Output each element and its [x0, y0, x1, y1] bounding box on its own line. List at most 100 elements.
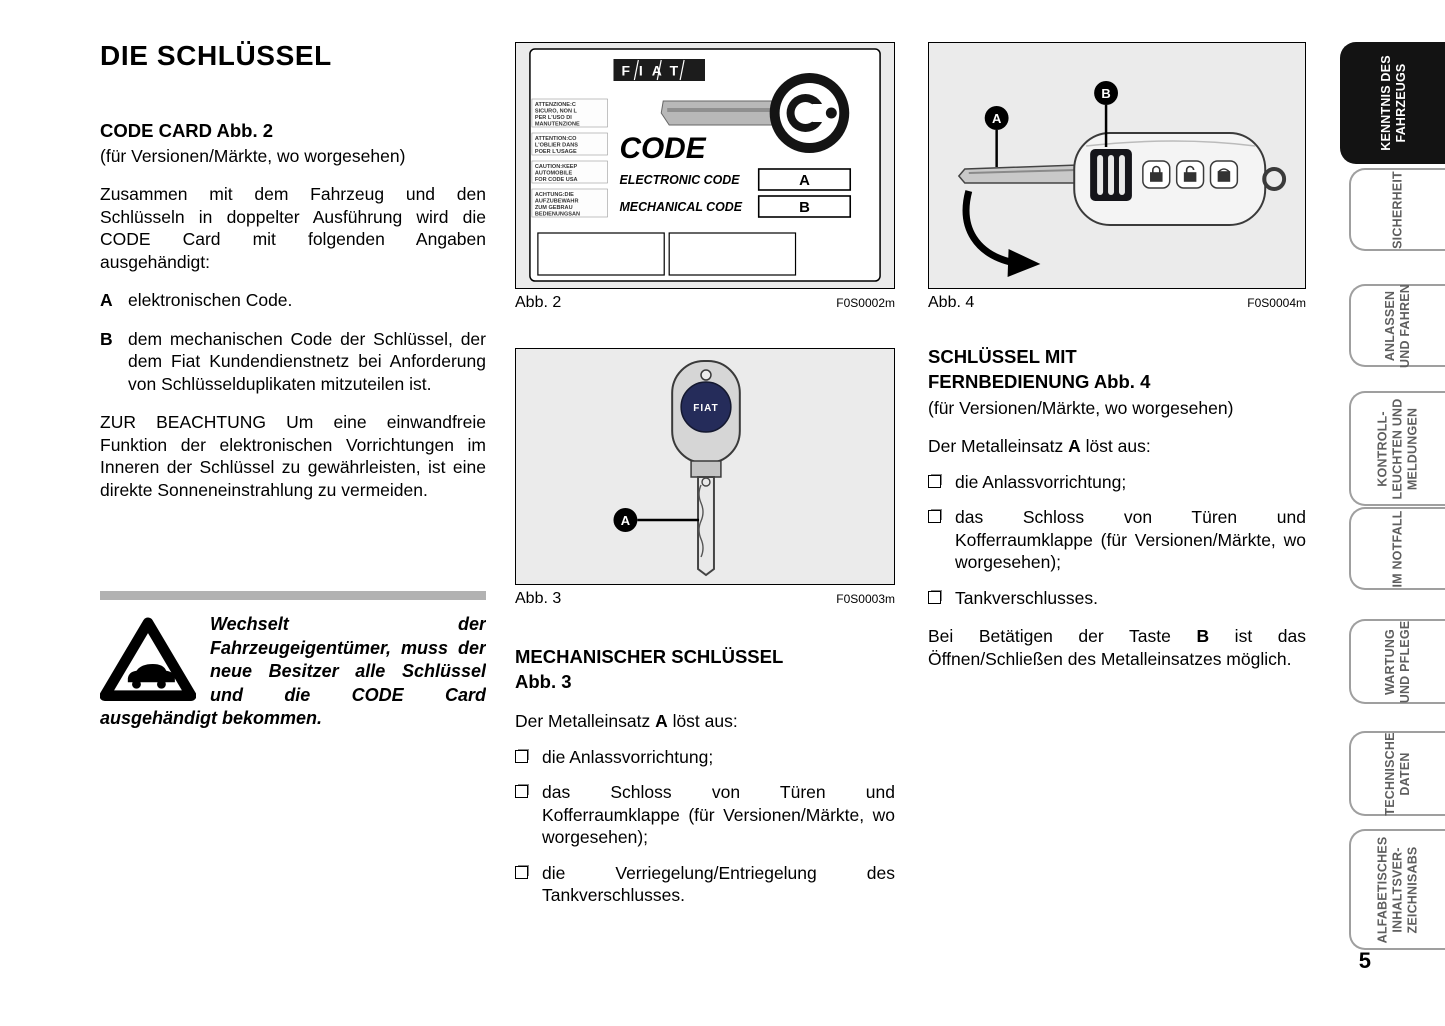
- label-b-text: B: [1101, 86, 1110, 101]
- bullet-item: die Verriegelung/Entriegelung des Tankve…: [515, 862, 895, 907]
- section-subnote: (für Versionen/Märkte, wo worgesehen): [100, 146, 406, 166]
- figure-code-card: FIAT: [515, 42, 895, 312]
- figure-mechanical-key: FIAT A Abb. 3 F0S0003m: [515, 348, 895, 608]
- warning-divider-bar: [100, 591, 486, 600]
- svg-text:SICURO, NON L: SICURO, NON L: [535, 108, 578, 114]
- svg-text:ATTENZIONE:C: ATTENZIONE:C: [535, 102, 576, 108]
- checkbox-bullet-icon: [928, 510, 941, 523]
- mechanical-code-value: B: [799, 199, 810, 216]
- paragraph-remote-outro: Bei Betätigen der Taste B ist das Öffnen…: [928, 626, 1306, 669]
- checkbox-bullet-icon: [515, 749, 528, 763]
- bullet-item: die Anlassvorrichtung;: [928, 471, 1306, 494]
- mechanical-key-illustration: FIAT A: [613, 360, 741, 577]
- figure-caption: Abb. 2: [515, 294, 562, 311]
- figure-mechanical-key-frame: FIAT A: [515, 348, 895, 585]
- sidebar-tab-kontrollleuchten-und-meldungen: KONTROLL- LEUCHTEN UND MELDUNGEN: [1349, 391, 1445, 506]
- list-item-b-label: B: [100, 328, 113, 349]
- label-b-marker: [1094, 81, 1118, 105]
- figure-code-card-frame: FIAT: [515, 42, 895, 289]
- code-title: CODE: [619, 132, 706, 165]
- card-bottom-box-right: [668, 232, 797, 276]
- fold-arrow-icon: [962, 190, 1041, 277]
- svg-text:PER L'USO DI: PER L'USO DI: [535, 115, 572, 121]
- electronic-code-value: A: [799, 172, 810, 189]
- left-column: DIE SCHLÜSSEL CODE CARD Abb. 2 (für Vers…: [100, 40, 486, 731]
- svg-text:ACHTUNG:DIE: ACHTUNG:DIE: [535, 192, 574, 198]
- list-item-b-text: dem mechanischen Code der Schlüssel, der…: [128, 328, 486, 394]
- bullet-item: das Schloss von Türen und Kofferraumklap…: [928, 506, 1306, 574]
- sidebar-tab-technische-daten: TECHNISCHE DATEN: [1349, 731, 1445, 816]
- warning-triangle-icon: [100, 617, 197, 701]
- sidebar-tab-anlassen-und-fahren: ANLASSEN UND FAHREN: [1349, 284, 1445, 367]
- warning-text: Wechselt der Fahrzeugeigentümer, muss de…: [100, 614, 486, 728]
- sidebar-tab-kenntnis-des-fahrzeugs: KENNTNIS DES FAHRZEUGS: [1340, 42, 1445, 164]
- bullet-text: das Schloss von Türen und Kofferraumklap…: [542, 782, 895, 847]
- key-graphic-icon: [660, 73, 850, 153]
- label-a-marker: [613, 508, 638, 532]
- figure-remote-key: A B Abb. 4 F0S0004m: [928, 42, 1306, 312]
- checkbox-bullet-icon: [515, 865, 528, 879]
- bullet-item: Tankverschlusses.: [928, 587, 1306, 610]
- bullet-text: die Anlassvorrichtung;: [955, 471, 1127, 492]
- fiat-logo-text: FIAT: [621, 62, 687, 78]
- bullet-item: die Anlassvorrichtung;: [515, 746, 895, 769]
- bullet-text: die Anlassvorrichtung;: [542, 746, 714, 767]
- sidebar-tab-im-notfall: IM NOTFALL: [1349, 507, 1445, 590]
- list-item-b: B dem mechanischen Code der Schlüssel, d…: [100, 328, 486, 396]
- svg-text:AUFZUBEWAHR: AUFZUBEWAHR: [535, 198, 579, 204]
- figure-caption-row: Abb. 2 F0S0002m: [515, 294, 895, 312]
- figure-code: F0S0002m: [836, 296, 895, 310]
- figure-code: F0S0004m: [1247, 296, 1306, 310]
- sidebar-tab-wartung-und-pflege: WARTUNG UND PFLEGE: [1349, 619, 1445, 704]
- card-bottom-box-left: [537, 232, 665, 276]
- card-notice-texts: ATTENZIONE:C SICURO, NON L PER L'USO DI …: [531, 98, 608, 218]
- label-a-text: A: [621, 513, 631, 528]
- label-a-text: A: [992, 111, 1002, 126]
- mechanical-code-label: MECHANICAL CODE: [619, 200, 742, 214]
- svg-text:MANUTENZIONE: MANUTENZIONE: [535, 121, 580, 127]
- warning-box: Wechselt der Fahrzeugeigentümer, muss de…: [100, 591, 486, 731]
- figure-caption-row: Abb. 3 F0S0003m: [515, 590, 895, 608]
- fiat-grille-badge-icon: [1090, 149, 1132, 201]
- section-heading-code-card: CODE CARD Abb. 2: [100, 120, 274, 141]
- sidebar-tab-sicherheit: SICHERHEIT: [1349, 168, 1445, 251]
- fiat-badge-text: FIAT: [693, 403, 718, 414]
- section-heading-mechanischer-schluessel: MECHANISCHER SCHLÜSSEL Abb. 3: [515, 646, 784, 692]
- middle-column: FIAT: [515, 42, 895, 907]
- car-silhouette-icon: [127, 664, 175, 689]
- bullet-item: das Schloss von Türen und Kofferraumklap…: [515, 781, 895, 849]
- svg-text:BEDIENUNGSAN: BEDIENUNGSAN: [535, 211, 580, 217]
- section-subnote: (für Versionen/Märkte, wo worgesehen): [928, 398, 1234, 418]
- code-card-illustration: FIAT: [529, 48, 881, 282]
- svg-text:CAUTION:KEEP: CAUTION:KEEP: [535, 164, 578, 170]
- list-item-a-text: elektronischen Code.: [128, 290, 293, 310]
- list-item-a-label: A: [100, 290, 113, 310]
- figure-caption-row: Abb. 4 F0S0004m: [928, 294, 1306, 312]
- bullet-text: die Verriegelung/Entriegelung des Tankve…: [542, 862, 895, 906]
- figure-caption: Abb. 4: [928, 294, 975, 311]
- svg-text:FOR CODE USA: FOR CODE USA: [535, 177, 578, 183]
- key-blade-icon: [690, 460, 722, 577]
- list-item-a: A elektronischen Code.: [100, 289, 486, 312]
- paragraph-zur-beachtung: ZUR BEACHTUNG Um eine einwandfreie Funkt…: [100, 412, 486, 500]
- figure-remote-key-frame: A B: [928, 42, 1306, 289]
- bullet-text: das Schloss von Türen und Kofferraumklap…: [955, 507, 1306, 572]
- svg-text:ZUM GEBRAU: ZUM GEBRAU: [535, 205, 573, 211]
- page-title: DIE SCHLÜSSEL: [100, 40, 332, 71]
- lock-icons: [1150, 165, 1231, 182]
- label-a-marker: [984, 106, 1009, 130]
- checkbox-bullet-icon: [928, 474, 941, 488]
- svg-text:ATTENTION:CO: ATTENTION:CO: [535, 136, 577, 142]
- remote-key-illustration: A B: [957, 81, 1287, 277]
- svg-text:POER L'USAGE: POER L'USAGE: [535, 149, 577, 155]
- paragraph-mech-intro: Der Metalleinsatz A löst aus:: [515, 711, 738, 731]
- figure-caption: Abb. 3: [515, 590, 562, 607]
- section-heading-fernbedienung: SCHLÜSSEL MIT FERNBEDIENUNG Abb. 4: [928, 346, 1151, 392]
- svg-text:AUTOMOBILE: AUTOMOBILE: [535, 170, 573, 176]
- sidebar-tab-alfabetisches-inhaltsverzeichnis: ALFABETISCHES INHALTSVER- ZEICHNISABS: [1349, 829, 1445, 950]
- key-head-icon: FIAT: [671, 360, 741, 464]
- electronic-code-label: ELECTRONIC CODE: [619, 173, 740, 187]
- svg-text:L'OBLIER DANS: L'OBLIER DANS: [535, 142, 578, 148]
- key-blade-icon: [957, 164, 1079, 184]
